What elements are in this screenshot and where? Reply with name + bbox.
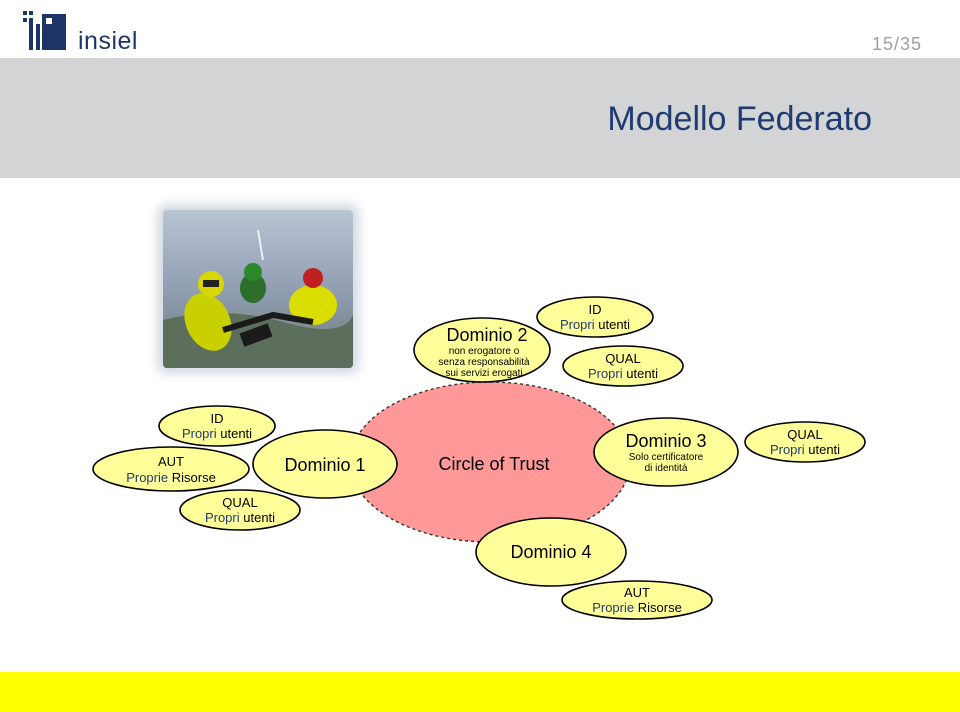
- d1-aut-tag: AUT: [158, 454, 184, 469]
- dominio2-line2: senza responsabilità: [438, 357, 530, 368]
- dominio3-bubble: Dominio 3 Solo certificatore di identità: [593, 417, 739, 487]
- dominio4-bubble: Dominio 4: [475, 517, 627, 587]
- d2-qual-bubble: QUAL Propri utenti: [562, 345, 684, 387]
- d4-aut-bubble: AUT Proprie Risorse: [561, 580, 713, 620]
- d3-qual-rest: utenti: [808, 442, 840, 457]
- svg-text:Propri utenti: Propri utenti: [182, 426, 252, 441]
- d1-qual-tag: QUAL: [222, 495, 257, 510]
- d1-qual-word: Propri: [205, 510, 240, 525]
- dominio2-line3: sui servizi erogati: [445, 368, 522, 379]
- d1-qual-bubble: QUAL Propri utenti: [179, 489, 301, 531]
- d2-id-word: Propri: [560, 317, 595, 332]
- title-band: [0, 58, 960, 178]
- d2-id-rest: utenti: [598, 317, 630, 332]
- d1-aut-rest: Risorse: [172, 470, 216, 485]
- dominio1-label: Dominio 1: [284, 455, 365, 475]
- page-number: 15/35: [871, 34, 922, 54]
- svg-text:Proprie Risorse: Proprie Risorse: [126, 470, 216, 485]
- d3-qual-tag: QUAL: [787, 427, 822, 442]
- dominio2-line1: non erogatore o: [449, 346, 520, 357]
- d1-aut-word: Proprie: [126, 470, 168, 485]
- d4-aut-word: Proprie: [592, 600, 634, 615]
- d1-id-rest: utenti: [220, 426, 252, 441]
- dominio1-bubble: Dominio 1: [252, 429, 398, 499]
- dominio3-label: Dominio 3: [625, 431, 706, 451]
- svg-text:Propri utenti: Propri utenti: [588, 366, 658, 381]
- footer-band: [0, 672, 960, 712]
- d2-id-tag: ID: [589, 302, 602, 317]
- d1-id-tag: ID: [211, 411, 224, 426]
- d1-id-bubble: ID Propri utenti: [158, 405, 276, 447]
- d4-aut-tag: AUT: [624, 585, 650, 600]
- dominio4-label: Dominio 4: [510, 542, 591, 562]
- d3-qual-bubble: QUAL Propri utenti: [744, 421, 866, 463]
- d2-qual-rest: utenti: [626, 366, 658, 381]
- d3-qual-word: Propri: [770, 442, 805, 457]
- dominio3-line2: di identità: [645, 463, 688, 474]
- d2-id-bubble: ID Propri utenti: [536, 296, 654, 338]
- dominio3-line1: Solo certificatore: [629, 452, 704, 463]
- svg-text:Propri utenti: Propri utenti: [770, 442, 840, 457]
- circle-of-trust: Circle of Trust: [349, 381, 631, 543]
- page-title: Modello Federato: [607, 100, 872, 138]
- d4-aut-rest: Risorse: [638, 600, 682, 615]
- d1-aut-bubble: AUT Proprie Risorse: [92, 446, 250, 492]
- d1-id-word: Propri: [182, 426, 217, 441]
- d1-qual-rest: utenti: [243, 510, 275, 525]
- d2-qual-tag: QUAL: [605, 351, 640, 366]
- insiel-logo-icon: [23, 11, 66, 50]
- dominio2-bubble: Dominio 2 non erogatore o senza responsa…: [413, 317, 551, 383]
- skydivers-photo: [163, 210, 353, 368]
- dominio2-label: Dominio 2: [446, 325, 527, 345]
- d2-qual-word: Propri: [588, 366, 623, 381]
- svg-text:Propri utenti: Propri utenti: [560, 317, 630, 332]
- circle-of-trust-label: Circle of Trust: [438, 454, 549, 474]
- svg-text:Proprie Risorse: Proprie Risorse: [592, 600, 682, 615]
- svg-text:Propri utenti: Propri utenti: [205, 510, 275, 525]
- logo-text: insiel: [78, 27, 138, 55]
